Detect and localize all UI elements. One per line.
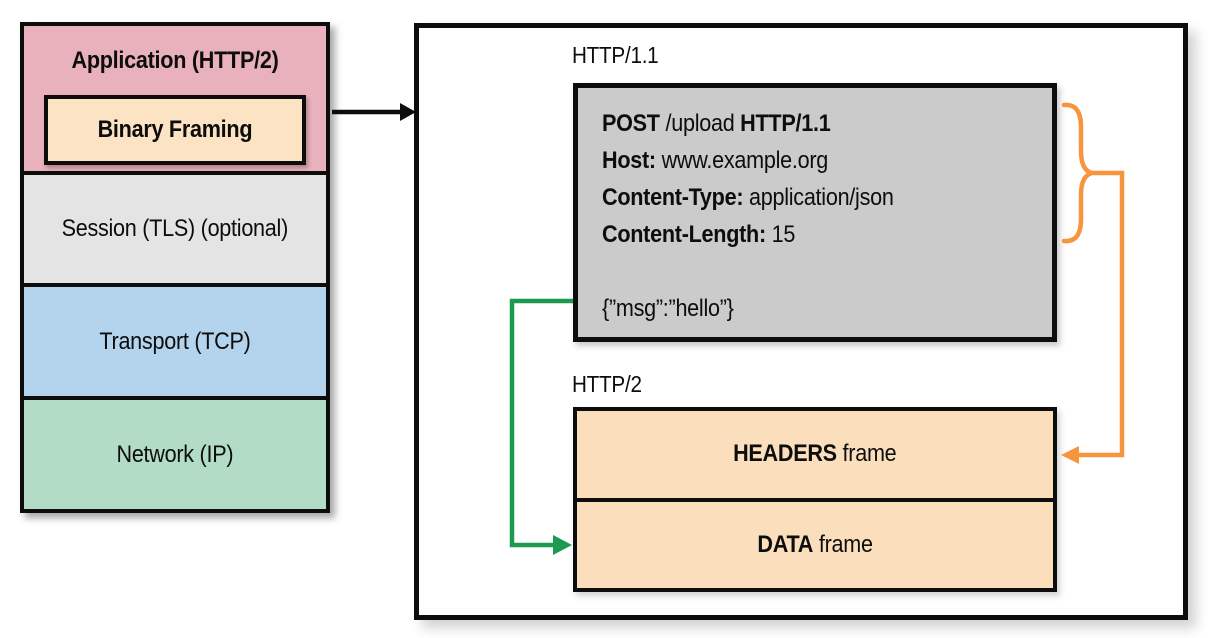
headers-frame-row: HEADERS frame: [577, 411, 1053, 498]
http2-section-label: HTTP/2: [572, 371, 642, 397]
request-header-content-length: Content-Length: 15: [602, 216, 998, 253]
data-frame-rest: frame: [813, 530, 873, 558]
data-frame-label: DATA frame: [757, 530, 873, 559]
header-name: Content-Length:: [602, 221, 766, 248]
layer-session-label: Session (TLS) (optional): [61, 215, 289, 242]
http11-request-box: POST /upload HTTP/1.1 Host: www.example.…: [573, 83, 1057, 342]
layer-session: Session (TLS) (optional): [24, 171, 326, 283]
request-header-host: Host: www.example.org: [602, 142, 998, 179]
request-method: POST: [602, 110, 660, 137]
headers-frame-bold: HEADERS: [733, 440, 838, 468]
headers-frame-label: HEADERS frame: [733, 440, 897, 468]
data-frame-row: DATA frame: [577, 497, 1053, 589]
layer-network-label: Network (IP): [116, 440, 234, 468]
data-frame-bold: DATA: [757, 530, 814, 558]
layer-transport: Transport (TCP): [24, 283, 326, 396]
layer-application-title: Application (HTTP/2): [24, 26, 326, 75]
request-version: HTTP/1.1: [740, 110, 831, 137]
binary-framing-label: Binary Framing: [97, 116, 253, 143]
binary-framing-box: Binary Framing: [44, 95, 306, 165]
request-header-content-type: Content-Type: application/json: [602, 179, 998, 216]
header-value: application/json: [743, 184, 894, 211]
protocol-stack: Application (HTTP/2) Binary Framing Sess…: [20, 22, 330, 513]
headers-frame-rest: frame: [837, 440, 897, 468]
header-value: 15: [765, 221, 796, 248]
request-path: /upload: [659, 110, 741, 137]
request-body: {”msg”:”hello”}: [602, 295, 734, 322]
header-value: www.example.org: [655, 147, 829, 174]
layer-application-label: Application (HTTP/2): [71, 47, 279, 74]
http11-section-label: HTTP/1.1: [572, 42, 659, 68]
request-line: POST /upload HTTP/1.1: [602, 105, 998, 142]
header-name: Host:: [602, 147, 656, 174]
layer-network: Network (IP): [24, 396, 326, 509]
layer-transport-label: Transport (TCP): [99, 327, 251, 355]
stack-to-detail-arrow-icon: [332, 103, 416, 121]
header-name: Content-Type:: [602, 184, 744, 211]
http2-frames-box: HEADERS frame DATA frame: [573, 407, 1057, 592]
layer-application: Application (HTTP/2) Binary Framing: [24, 26, 326, 171]
